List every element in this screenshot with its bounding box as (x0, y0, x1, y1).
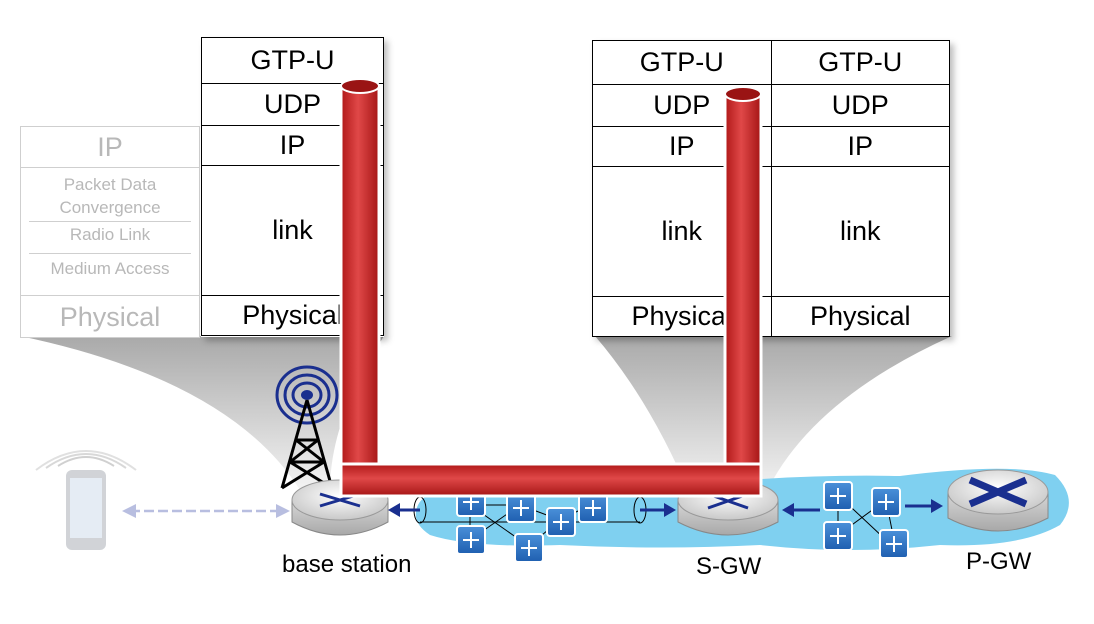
ghost-ip-cell: IP (21, 127, 199, 168)
ghost-divider (29, 221, 191, 222)
zoom-cone-sgw (595, 336, 952, 495)
ghost-mac-cell: Medium Access (50, 259, 170, 278)
core-link-arrows (388, 499, 943, 517)
sgw-label: S-GW (696, 553, 762, 580)
switch-icon (823, 481, 853, 511)
switch-icon (456, 487, 486, 517)
ghost-radio-stack: IP Packet Data Convergence Radio Link Me… (20, 126, 200, 338)
bs-udp-cell: UDP (201, 83, 384, 126)
pgw-router-icon (947, 469, 1049, 532)
radio-tower-icon (275, 365, 339, 490)
sgw-right-udp-cell: UDP (770, 84, 950, 127)
ghost-pdcp-line2: Convergence (59, 198, 161, 217)
switch-icon (871, 487, 901, 517)
bs-link-cell: link (201, 165, 384, 296)
base-station-label: base station (282, 551, 412, 578)
ghost-physical-cell: Physical (21, 295, 199, 338)
sgw-right-ip-cell: IP (770, 126, 950, 167)
sgw-stack: GTP-U GTP-U UDP UDP IP IP link link Phys… (592, 40, 950, 337)
right-switch-icons (823, 481, 909, 559)
wireless-link-arrow (122, 504, 290, 518)
bs-ip-cell: IP (201, 125, 384, 166)
sgw-right-gtp-cell: GTP-U (770, 40, 950, 85)
ghost-pdcp-line1: Packet Data (63, 175, 157, 194)
base-station-stack: GTP-U UDP IP link Physical (201, 37, 384, 337)
switch-icon (506, 493, 536, 523)
phone-icon (35, 450, 137, 550)
sgw-right-physical-cell: Physical (770, 296, 950, 337)
sgw-left-physical-cell: Physical (592, 296, 772, 337)
sgw-left-ip-cell: IP (592, 126, 772, 167)
switch-icon (879, 529, 909, 559)
sgw-router-icon (677, 479, 779, 536)
sgw-left-gtp-cell: GTP-U (592, 40, 772, 85)
switch-icon (514, 533, 544, 563)
bs-physical-cell: Physical (201, 295, 384, 336)
sgw-right-link-cell: link (770, 166, 950, 297)
right-mesh-links (837, 494, 895, 541)
sgw-left-link-cell: link (592, 166, 772, 297)
ghost-divider (29, 253, 191, 254)
switch-icon (578, 493, 608, 523)
sgw-left-udp-cell: UDP (592, 84, 772, 127)
base-station-router-icon (291, 479, 389, 536)
switch-icon (823, 521, 853, 551)
bs-gtp-cell: GTP-U (201, 37, 384, 84)
ghost-rlc-cell: Radio Link (69, 225, 151, 244)
pgw-label: P-GW (966, 548, 1032, 575)
switch-icon (546, 507, 576, 537)
switch-icon (456, 525, 486, 555)
